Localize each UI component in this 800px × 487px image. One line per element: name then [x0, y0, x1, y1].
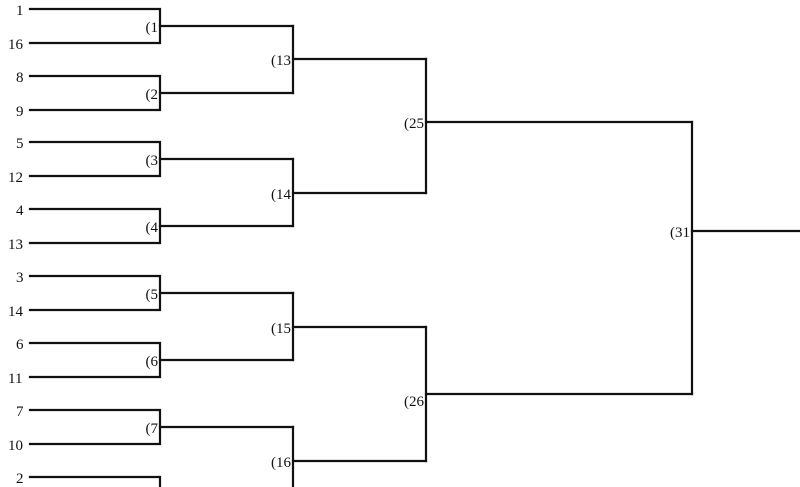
- seed-label: 9: [16, 104, 24, 120]
- seed-label: 1: [16, 3, 24, 19]
- bracket-line: [28, 475, 162, 487]
- seed-label: 8: [16, 70, 24, 86]
- game-label: (16: [271, 455, 291, 471]
- seed-labels: 1 16 8 9 5 12 4 13 3 14 6 11 7 10 2: [8, 3, 24, 487]
- seed-label: 13: [8, 237, 23, 253]
- game-label: (31: [670, 225, 690, 241]
- game-labels: (1 (2 (3 (4 (5 (6 (7 (13 (14 (15 (16 (25…: [146, 20, 691, 471]
- seed-label: 6: [16, 337, 24, 353]
- seed-label: 12: [8, 170, 23, 186]
- game-label: (25: [404, 116, 424, 132]
- game-label: (2: [146, 87, 159, 103]
- seed-label: 2: [16, 471, 24, 487]
- seed-label: 5: [16, 136, 24, 152]
- bracket-line: [28, 408, 162, 446]
- game-label: (5: [146, 287, 159, 303]
- round-2: [291, 24, 428, 487]
- seed-label: 16: [8, 37, 24, 53]
- round-3: [424, 57, 694, 463]
- bracket-line: [28, 7, 162, 45]
- game-label: (15: [271, 321, 291, 337]
- round-4: [690, 120, 800, 396]
- seed-label: 7: [16, 404, 24, 420]
- seed-label: 14: [8, 304, 24, 320]
- game-label: (13: [271, 53, 291, 69]
- bracket-line: [28, 341, 162, 379]
- seed-label: 3: [16, 270, 24, 286]
- seed-label: 10: [8, 438, 23, 454]
- game-label: (4: [146, 220, 159, 236]
- bracket-line: [28, 140, 162, 178]
- game-label: (26: [404, 394, 424, 410]
- bracket-line: [28, 74, 162, 112]
- game-label: (7: [146, 421, 159, 437]
- game-label: (6: [146, 354, 159, 370]
- game-label: (1: [146, 20, 159, 36]
- game-label: (14: [271, 187, 291, 203]
- round-1: [28, 7, 295, 487]
- bracket-line: [28, 207, 162, 245]
- game-label: (3: [146, 153, 159, 169]
- bracket-line: [28, 274, 162, 312]
- seed-label: 11: [8, 371, 22, 387]
- seed-label: 4: [16, 203, 24, 219]
